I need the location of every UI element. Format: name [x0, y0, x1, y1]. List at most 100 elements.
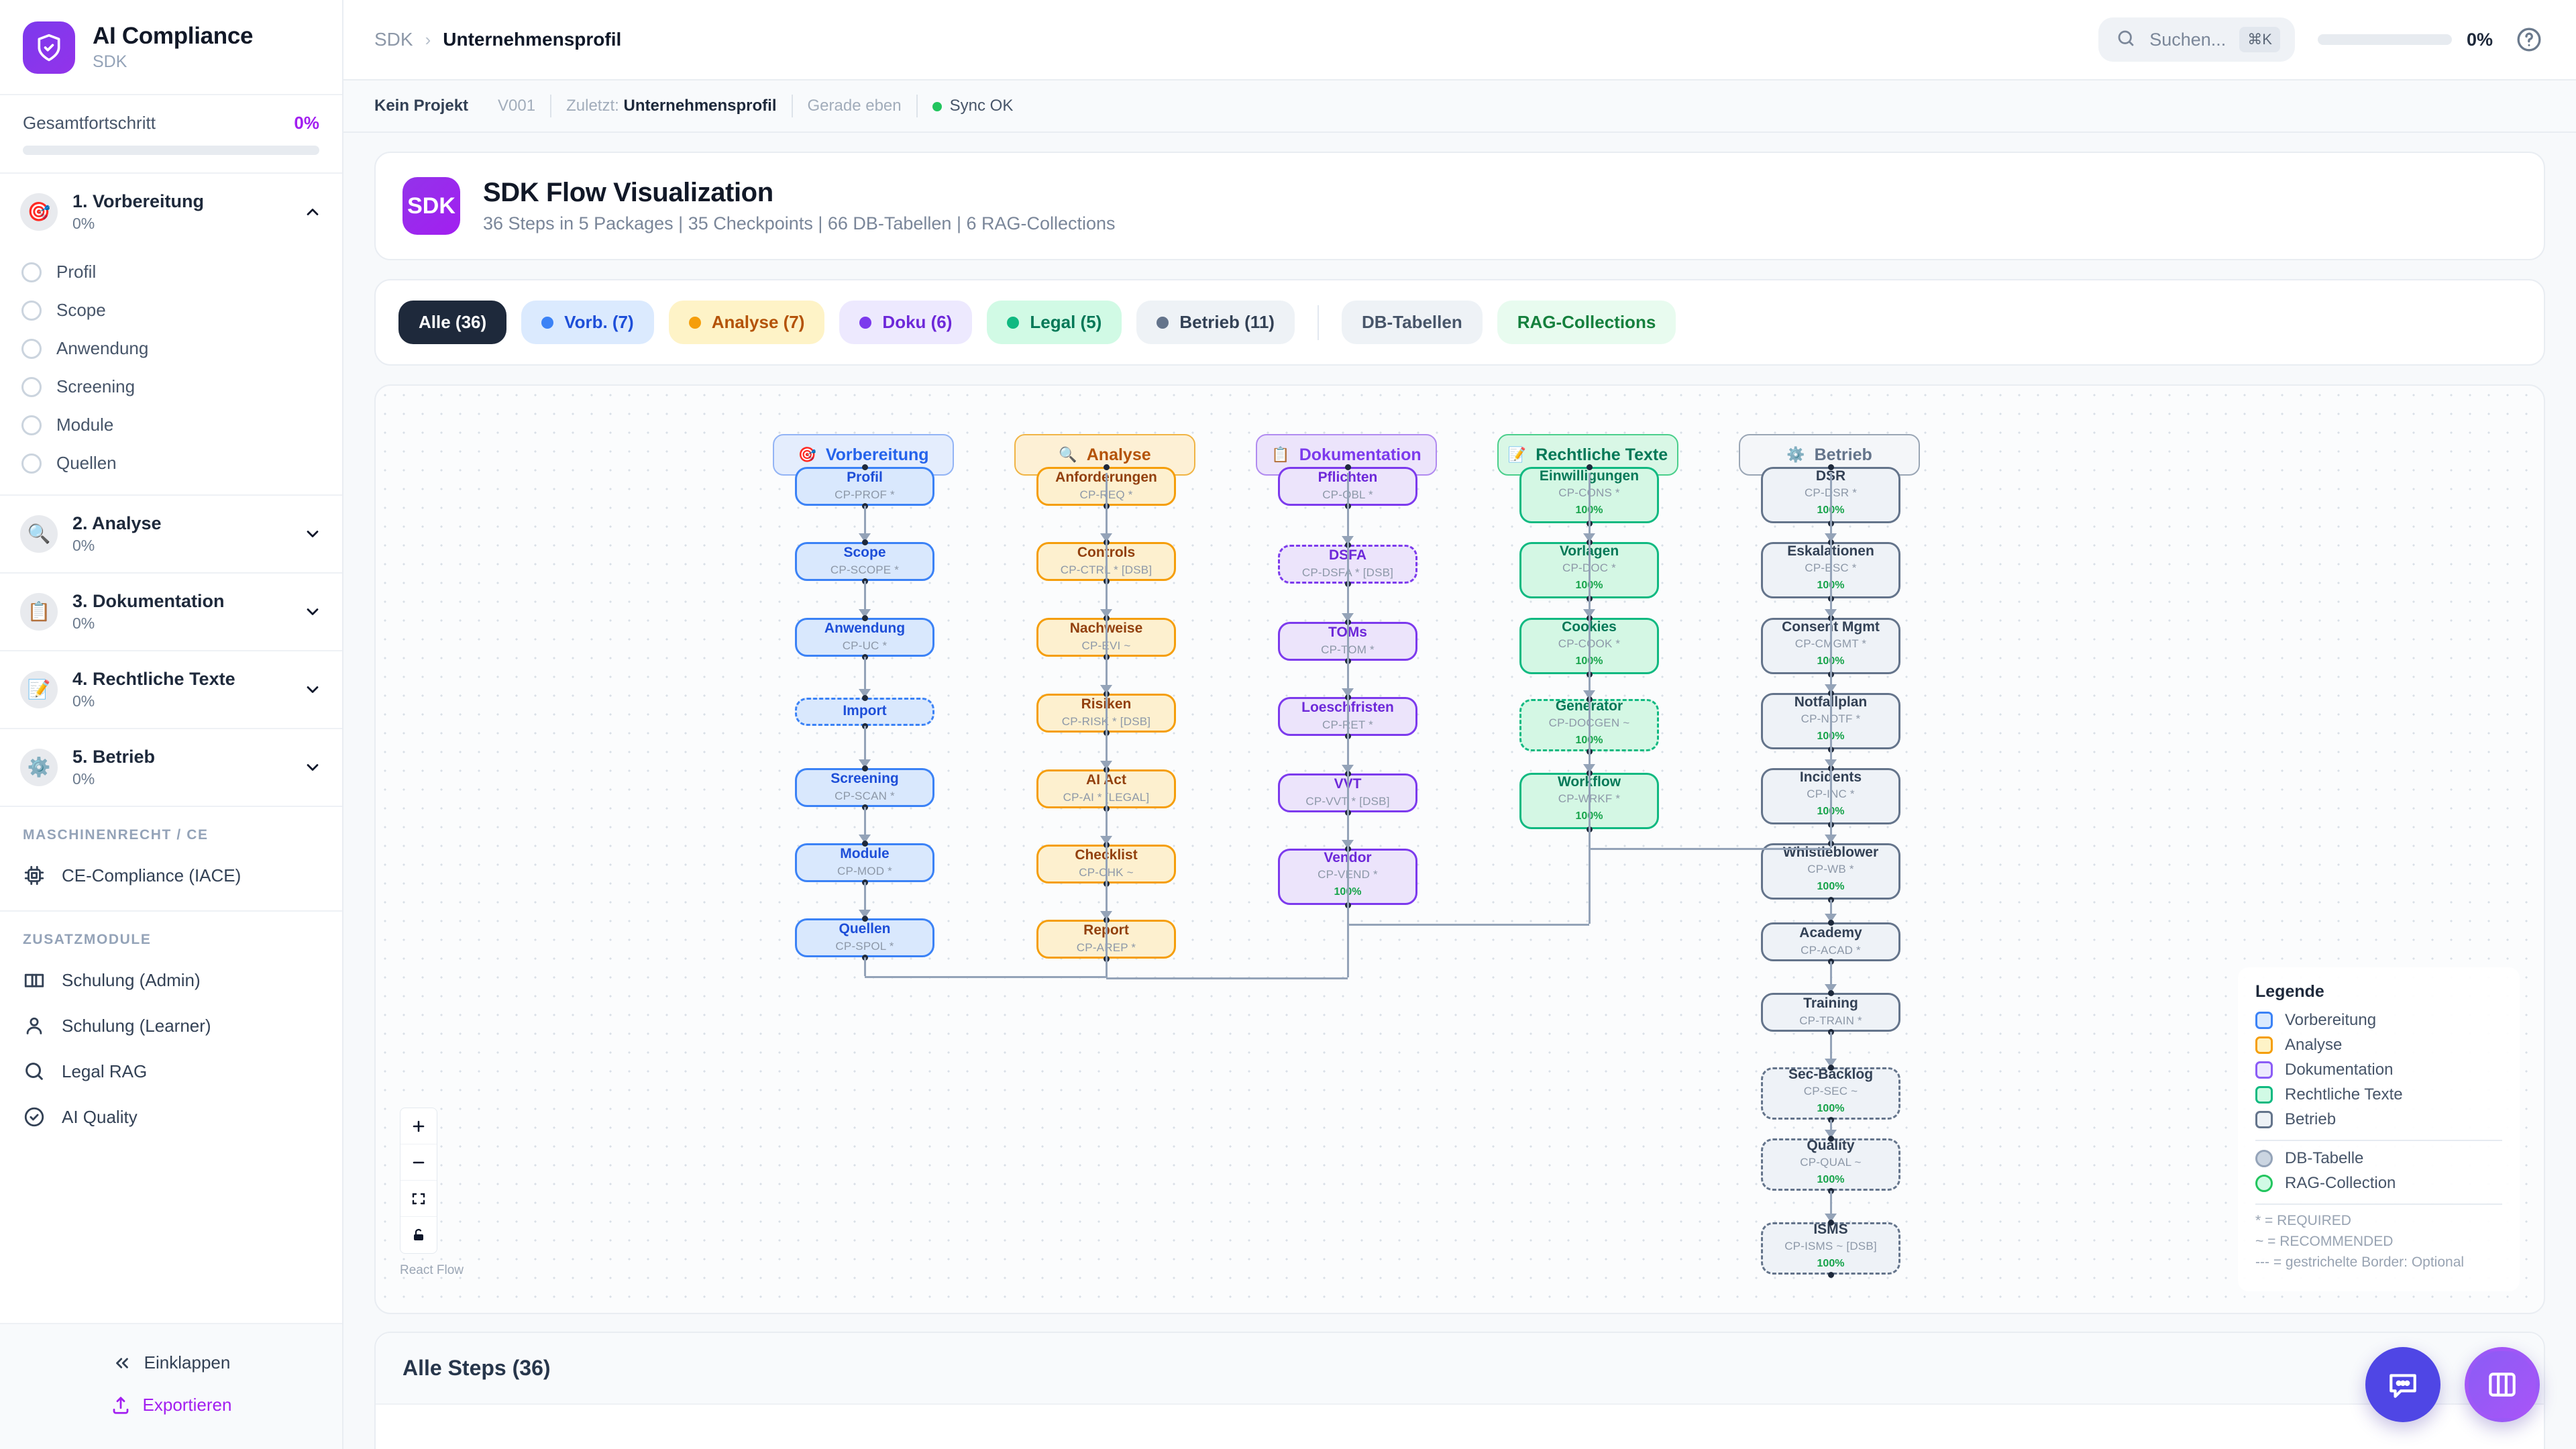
collapse-sidebar-button[interactable]: Einklappen	[0, 1342, 342, 1384]
package-emoji-icon: 🎯	[20, 193, 58, 231]
step-status-radio[interactable]	[21, 415, 42, 435]
filter-chip-vorb-7[interactable]: Vorb. (7)	[521, 301, 654, 344]
flow-edge-cross	[1589, 848, 1831, 850]
legend-note: ~ = RECOMMENDED	[2255, 1234, 2394, 1249]
package-emoji-icon: 📝	[20, 671, 58, 709]
zoom-in-icon[interactable]	[400, 1108, 437, 1144]
sidebar-item-label: AI Quality	[62, 1106, 138, 1127]
flow-canvas[interactable]: 🎯Vorbereitung🔍Analyse📋Dokumentation📝Rech…	[374, 384, 2545, 1314]
status-separator	[791, 95, 793, 117]
filter-chip-db-tabellen[interactable]: DB-Tabellen	[1341, 301, 1483, 344]
breadcrumb-root[interactable]: SDK	[374, 29, 413, 50]
step-status-radio[interactable]	[21, 338, 42, 359]
node-handle	[1827, 1271, 1834, 1278]
package-header-rechtliche-texte[interactable]: 📝 4. Rechtliche Texte 0%	[0, 651, 342, 728]
flow-node-import[interactable]: Import	[795, 698, 934, 726]
filter-chips-extra: DB-Tabellen RAG-Collections	[1341, 301, 1676, 344]
fit-view-icon[interactable]	[400, 1181, 437, 1217]
status-time: Gerade eben	[807, 97, 902, 115]
chevron-down-icon[interactable]	[303, 758, 322, 777]
chevron-up-icon[interactable]	[303, 203, 322, 221]
sidebar-item-legal-rag[interactable]: Legal RAG	[0, 1049, 342, 1094]
step-status-radio[interactable]	[21, 453, 42, 474]
node-handle	[1827, 989, 1834, 996]
sidebar-step-screening[interactable]: Screening	[0, 368, 342, 406]
node-progress-value: 100%	[1817, 1258, 1845, 1270]
sidebar-step-quellen[interactable]: Quellen	[0, 444, 342, 482]
filter-chip-alle-36[interactable]: Alle (36)	[398, 301, 507, 344]
legend-note: * = REQUIRED	[2255, 1213, 2351, 1228]
step-status-radio[interactable]	[21, 300, 42, 321]
legend-swatch	[2255, 1086, 2273, 1104]
filter-chip-analyse-7[interactable]: Analyse (7)	[668, 301, 825, 344]
sidebar-item-ce-compliance-iace[interactable]: CE-Compliance (IACE)	[0, 853, 342, 898]
sidebar-step-anwendung[interactable]: Anwendung	[0, 329, 342, 368]
chevron-down-icon[interactable]	[303, 680, 322, 699]
search-input[interactable]: Suchen... ⌘K	[2098, 17, 2295, 62]
chip-dot	[1157, 316, 1169, 329]
chevron-down-icon[interactable]	[303, 602, 322, 621]
steps-header: Alle Steps (36)	[376, 1333, 2544, 1405]
chevrons-left-icon	[112, 1353, 132, 1373]
chevron-down-icon[interactable]	[303, 525, 322, 543]
sidebar-step-profil[interactable]: Profil	[0, 253, 342, 291]
flow-edge	[1829, 1032, 1832, 1067]
chat-fab[interactable]	[2365, 1347, 2440, 1422]
flow-edge-cross	[865, 976, 1106, 978]
legend-label: DB-Tabelle	[2285, 1149, 2364, 1167]
brand-block[interactable]: AI Compliance SDK	[0, 0, 342, 95]
chip-dot	[541, 316, 554, 329]
zoom-out-icon[interactable]	[400, 1144, 437, 1181]
divider	[0, 910, 342, 912]
flow-edge	[863, 726, 866, 768]
flow-edge-arrow	[1825, 1130, 1837, 1138]
package-percent: 0%	[72, 692, 95, 710]
sidebar-item-schulung-admin[interactable]: Schulung (Admin)	[0, 957, 342, 1003]
filter-chip-doku-6[interactable]: Doku (6)	[839, 301, 973, 344]
legend-swatch	[2255, 1012, 2273, 1029]
export-button[interactable]: Exportieren	[0, 1384, 342, 1426]
sidebar-item-schulung-learner[interactable]: Schulung (Learner)	[0, 1003, 342, 1049]
help-circle-icon[interactable]	[2516, 26, 2542, 53]
node-title: Quality	[1807, 1137, 1855, 1153]
lane-emoji-icon: ⚙️	[1786, 446, 1805, 463]
legend-swatch	[2255, 1150, 2273, 1167]
sidebar-item-ai-quality[interactable]: AI Quality	[0, 1094, 342, 1140]
node-title: Screening	[830, 771, 899, 787]
step-status-radio[interactable]	[21, 376, 42, 397]
chip-label: Betrieb (11)	[1179, 312, 1275, 332]
flow-graph: 🎯Vorbereitung🔍Analyse📋Dokumentation📝Rech…	[376, 386, 2544, 1313]
filter-chip-rag-collections[interactable]: RAG-Collections	[1497, 301, 1676, 344]
floating-actions	[2365, 1347, 2540, 1422]
search-placeholder: Suchen...	[2149, 29, 2226, 50]
sidebar-step-scope[interactable]: Scope	[0, 291, 342, 329]
package-name: 4. Rechtliche Texte	[72, 669, 235, 690]
flow-edge	[1829, 900, 1832, 922]
filter-chip-legal-5[interactable]: Legal (5)	[987, 301, 1122, 344]
panel-fab[interactable]	[2465, 1347, 2540, 1422]
filter-chip-betrieb-11[interactable]: Betrieb (11)	[1136, 301, 1295, 344]
step-status-radio[interactable]	[21, 262, 42, 282]
flow-edge-cross	[863, 957, 866, 976]
sidebar-step-module[interactable]: Module	[0, 406, 342, 444]
lock-icon[interactable]	[400, 1217, 437, 1253]
